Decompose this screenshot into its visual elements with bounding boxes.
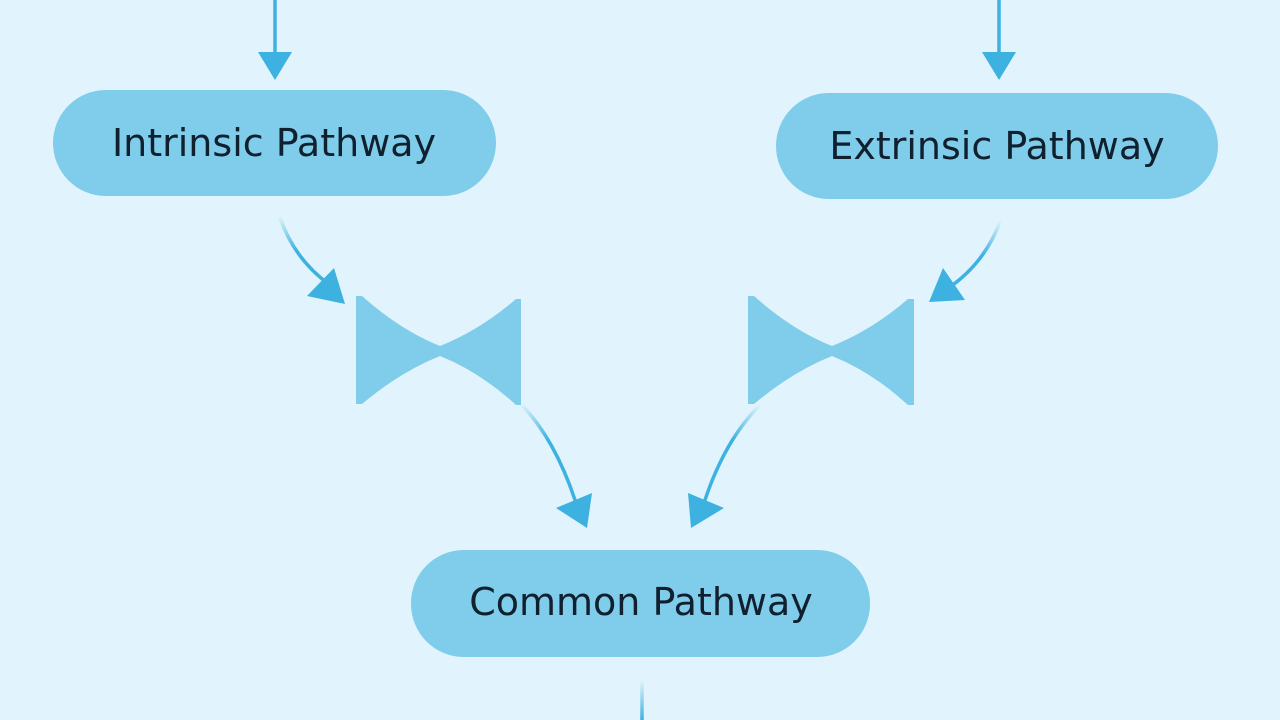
intrinsic-pathway-node: Intrinsic Pathway <box>53 90 496 196</box>
arrow-left-junction-to-common <box>520 403 592 528</box>
common-pathway-node: Common Pathway <box>411 550 870 657</box>
extrinsic-pathway-label: Extrinsic Pathway <box>829 124 1164 168</box>
arrow-into-extrinsic <box>982 0 1016 80</box>
extrinsic-pathway-node: Extrinsic Pathway <box>776 93 1218 199</box>
arrow-into-intrinsic <box>258 0 292 80</box>
arrow-extrinsic-to-junction <box>929 220 1002 302</box>
right-junction-bowtie-icon <box>748 296 914 405</box>
intrinsic-pathway-label: Intrinsic Pathway <box>112 121 436 165</box>
arrow-right-junction-to-common <box>688 403 762 528</box>
left-junction-bowtie-icon <box>356 296 521 405</box>
arrow-intrinsic-to-junction <box>278 216 345 304</box>
common-pathway-label: Common Pathway <box>469 580 813 624</box>
